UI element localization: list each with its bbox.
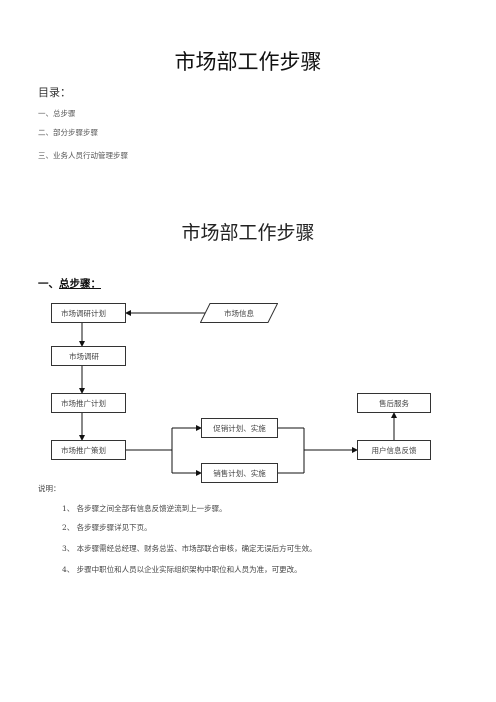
node-promotion-strategy: 市场推广策划 <box>51 440 126 460</box>
node-promotion-strategy-label: 市场推广策划 <box>61 445 106 455</box>
toc-item-3: 三、业务人员行动管理步骤 <box>38 151 128 160</box>
toc-heading: 目录： <box>38 86 71 99</box>
toc-item-1: 一、总步骤 <box>38 109 76 118</box>
notes-label: 说明： <box>38 484 61 493</box>
node-promotion-implementation-label: 促销计划、实施 <box>213 423 266 433</box>
section-1-heading-text: 总步骤： <box>59 278 101 290</box>
document-title: 市场部工作步骤 <box>174 50 322 74</box>
node-sales-implementation: 销售计划、实施 <box>201 463 278 483</box>
toc-item-2: 二、部分步骤步骤 <box>38 128 98 137</box>
node-user-feedback-label: 用户信息反馈 <box>371 445 417 455</box>
node-after-sales-service: 售后服务 <box>357 393 431 413</box>
section-1-heading: 一、总步骤： <box>38 276 101 291</box>
node-market-info-label: 市场信息 <box>224 308 254 318</box>
node-promotion-plan-label: 市场推广计划 <box>61 398 106 408</box>
section-1-prefix: 一、 <box>38 278 59 290</box>
parallelogram-shape <box>200 303 278 323</box>
note-4: 4、 步骤中职位和人员以企业实际组织架构中职位和人员为准，可更改。 <box>62 565 302 574</box>
node-after-sales-service-label: 售后服务 <box>379 398 409 408</box>
node-market-research-plan-label: 市场调研计划 <box>61 308 106 318</box>
node-promotion-plan: 市场推广计划 <box>51 393 126 413</box>
note-3: 3、 本步骤需经总经理、财务总监、市场部联合审核，确定无误后方可生效。 <box>62 544 317 553</box>
note-1: 1、 各步骤之间全部有信息反馈逆流到上一步骤。 <box>62 504 227 513</box>
node-sales-implementation-label: 销售计划、实施 <box>213 468 266 478</box>
node-market-research: 市场调研 <box>51 346 126 366</box>
node-market-research-plan: 市场调研计划 <box>51 303 126 323</box>
note-2: 2、 各步骤步骤详见下页。 <box>62 523 152 532</box>
node-market-info: 市场信息 <box>200 303 278 323</box>
node-market-research-label: 市场调研 <box>69 351 99 361</box>
node-user-feedback: 用户信息反馈 <box>357 440 431 460</box>
node-promotion-implementation: 促销计划、实施 <box>201 418 278 438</box>
section-title: 市场部工作步骤 <box>181 222 315 244</box>
